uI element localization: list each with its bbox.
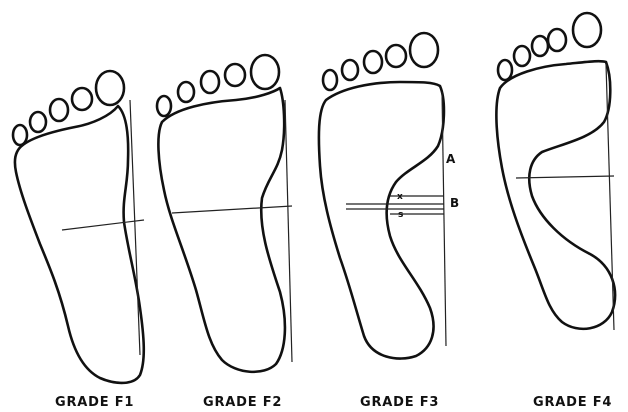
sole-outline-f4 — [496, 61, 615, 329]
toe-f1-big — [96, 71, 124, 105]
footprint-f2 — [157, 55, 292, 372]
measure-line-f4 — [516, 176, 614, 178]
toe-f1-4 — [30, 112, 46, 132]
sole-outline-f1 — [15, 106, 144, 383]
sole-outline-f2 — [158, 88, 285, 372]
toe-f1-2 — [72, 88, 92, 110]
sole-outline-f3 — [319, 82, 444, 359]
toe-f3-3 — [364, 51, 382, 73]
toe-f3-2 — [386, 45, 406, 67]
marker-s: s — [398, 210, 403, 220]
measure-line-f1 — [62, 220, 144, 230]
toe-f4-2 — [548, 29, 566, 51]
toe-f1-3 — [50, 99, 68, 121]
toe-f2-5 — [157, 96, 171, 116]
footprint-f3: x s A B — [319, 33, 459, 359]
toe-f4-5 — [498, 60, 512, 80]
toe-f3-4 — [342, 60, 358, 80]
grade-label-f2: GRADE F2 — [203, 395, 282, 410]
toe-f2-3 — [201, 71, 219, 93]
toe-f4-big — [573, 13, 601, 47]
reference-line-f3 — [442, 92, 446, 346]
grade-label-f3: GRADE F3 — [360, 395, 439, 410]
toe-f3-big — [410, 33, 438, 67]
marker-x: x — [397, 192, 403, 202]
grade-label-f4: GRADE F4 — [533, 395, 612, 410]
toe-f2-2 — [225, 64, 245, 86]
grade-label-f1: GRADE F1 — [55, 395, 134, 410]
footprint-f1 — [13, 71, 144, 383]
toe-f3-5 — [323, 70, 337, 90]
footprint-f4 — [496, 13, 615, 330]
marker-a: A — [446, 152, 456, 166]
measure-line-f2 — [172, 206, 292, 213]
toe-f2-4 — [178, 82, 194, 102]
toe-f1-5 — [13, 125, 27, 145]
toe-f4-3 — [532, 36, 548, 56]
toe-f2-big — [251, 55, 279, 89]
toe-f4-4 — [514, 46, 530, 66]
marker-b: B — [450, 196, 459, 210]
reference-line-f1 — [130, 100, 140, 355]
